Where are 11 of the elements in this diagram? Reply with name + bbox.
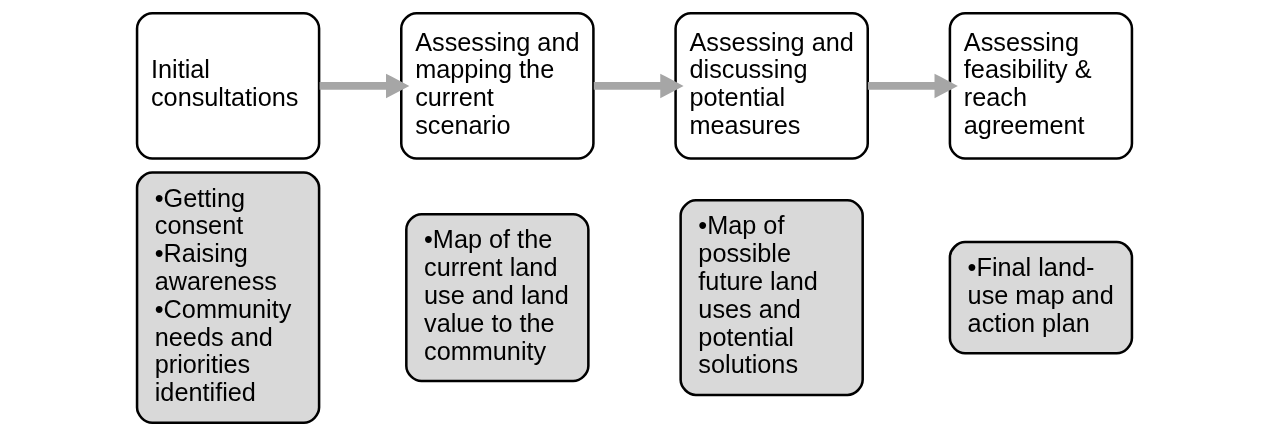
node-box: Assessing and mapping the current scenario xyxy=(400,11,595,160)
node-box: Assessing and discussing potential measures xyxy=(674,11,869,160)
arrow xyxy=(319,73,410,99)
node-box: Initial consultations xyxy=(135,11,321,160)
arrow xyxy=(867,73,958,99)
node-box: •Map of possible future land uses and potential solutions xyxy=(679,199,864,397)
node-box: Assessing feasibility & reach agreement xyxy=(948,11,1134,160)
node-box: •Map of the current land use and land value to the community xyxy=(405,212,590,383)
arrow xyxy=(593,73,684,99)
node-box: •Final land-use map and action plan xyxy=(948,240,1134,355)
node-box: •Getting consent •Raising awareness •Community needs and priorities identified xyxy=(135,171,321,425)
